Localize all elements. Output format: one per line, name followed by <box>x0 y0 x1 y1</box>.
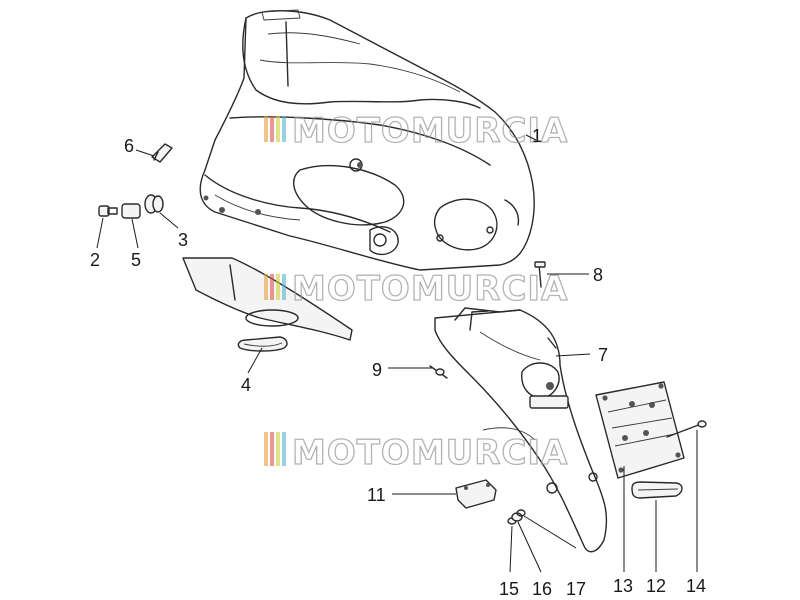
callout-12: 12 <box>646 576 666 596</box>
spacer-part-5 <box>121 203 141 219</box>
grommet-part-3 <box>144 194 164 214</box>
callout-8: 8 <box>593 265 603 285</box>
reflector-part-12 <box>631 481 683 499</box>
callout-6: 6 <box>124 136 134 156</box>
screw-part-14 <box>666 420 707 438</box>
callout-2: 2 <box>90 250 100 270</box>
watermark-text-middle: MOTOMURCIA <box>292 269 568 309</box>
callout-14: 14 <box>686 576 706 596</box>
watermark-middle: MOTOMURCIA <box>264 268 568 310</box>
screw-part-2 <box>98 205 118 217</box>
watermark-text-top: MOTOMURCIA <box>292 111 568 151</box>
watermark-bottom: MOTOMURCIA <box>264 432 568 474</box>
rear-fender-part-7 <box>434 307 608 553</box>
watermark-text-bottom: MOTOMURCIA <box>292 433 568 473</box>
clip-part-6 <box>151 143 173 163</box>
callout-9: 9 <box>372 360 382 380</box>
callout-labels: 1 2 3 4 5 6 7 8 9 11 12 13 14 15 16 17 <box>90 126 706 599</box>
plate-light-part-11 <box>455 479 497 509</box>
callout-16: 16 <box>532 579 552 599</box>
callout-7: 7 <box>598 345 608 365</box>
screw-part-8 <box>534 261 546 288</box>
callout-11: 11 <box>367 485 386 505</box>
callout-15: 15 <box>499 579 519 599</box>
callout-3: 3 <box>178 230 188 250</box>
callout-4: 4 <box>241 375 251 395</box>
callout-17: 17 <box>566 579 586 599</box>
callout-1: 1 <box>532 126 542 146</box>
watermark-top: MOTOMURCIA <box>264 110 568 152</box>
callout-5: 5 <box>131 250 141 270</box>
washer-nut-group-15-17 <box>507 509 526 525</box>
license-plate-holder-part-13 <box>595 381 685 479</box>
reflector-part-4 <box>237 336 288 352</box>
leader-lines <box>96 134 698 573</box>
callout-13: 13 <box>613 576 633 596</box>
screw-part-9 <box>429 365 448 379</box>
